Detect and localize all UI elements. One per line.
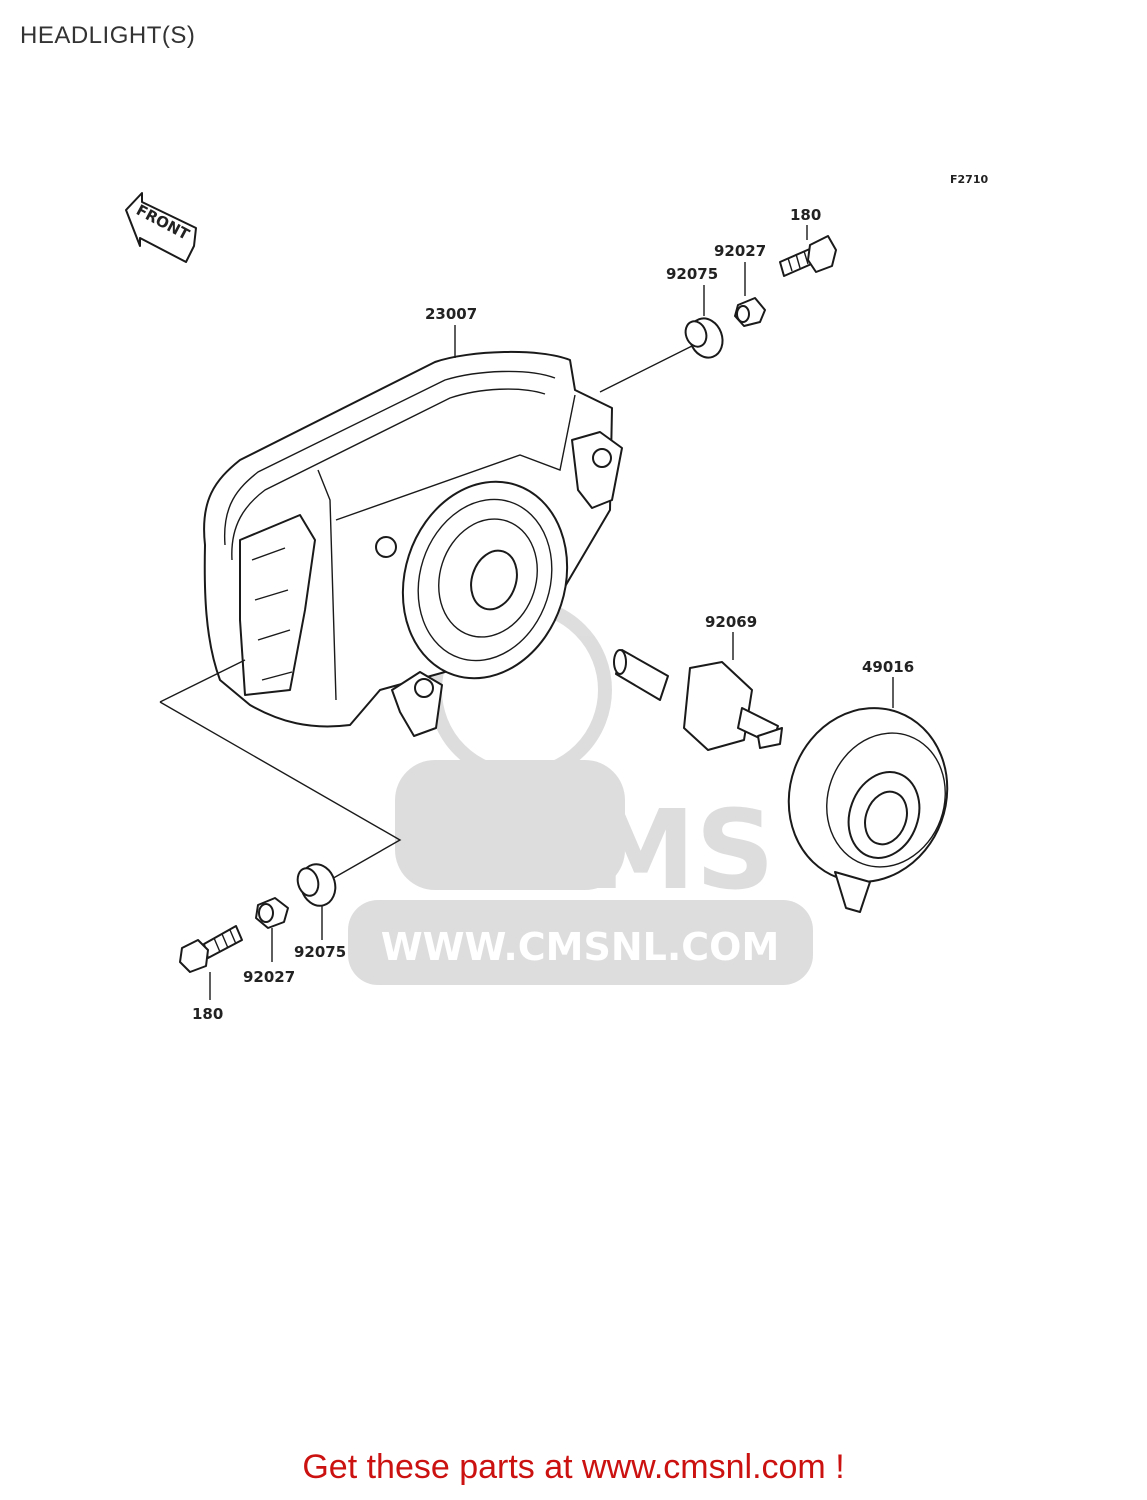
- label-92075-top: 92075: [666, 265, 718, 283]
- figure-code: F2710: [950, 173, 988, 186]
- label-23007: 23007: [425, 305, 477, 323]
- grommet-top: [684, 317, 724, 359]
- washer-bottom: [255, 897, 289, 929]
- watermark-brand: CMS: [505, 786, 774, 914]
- label-92069: 92069: [705, 613, 757, 631]
- label-180-bottom: 180: [192, 1005, 223, 1023]
- label-92027-top: 92027: [714, 242, 766, 260]
- washer-top: [734, 297, 766, 327]
- front-direction-arrow: FRONT: [125, 192, 197, 263]
- label-92075-bottom: 92075: [294, 943, 346, 961]
- label-92027-bottom: 92027: [243, 968, 295, 986]
- bolt-top: [779, 235, 837, 277]
- bulb: [613, 649, 783, 751]
- page-title: HEADLIGHT(S): [20, 22, 196, 49]
- bolt-bottom: [179, 925, 243, 973]
- watermark-url: WWW.CMSNL.COM: [381, 925, 780, 969]
- footer-promo[interactable]: Get these parts at www.cmsnl.com !: [0, 1448, 1147, 1487]
- cms-watermark: CMS WWW.CMSNL.COM: [348, 598, 813, 985]
- label-49016: 49016: [862, 658, 914, 676]
- parts-diagram: CMS WWW.CMSNL.COM FRONT F2710: [125, 173, 988, 1023]
- headlight-housing: [203, 351, 623, 737]
- grommet-bottom: [296, 863, 337, 907]
- rubber-cover: [787, 707, 949, 913]
- label-180-top: 180: [790, 206, 821, 224]
- footer-link[interactable]: Get these parts at www.cmsnl.com !: [302, 1448, 845, 1486]
